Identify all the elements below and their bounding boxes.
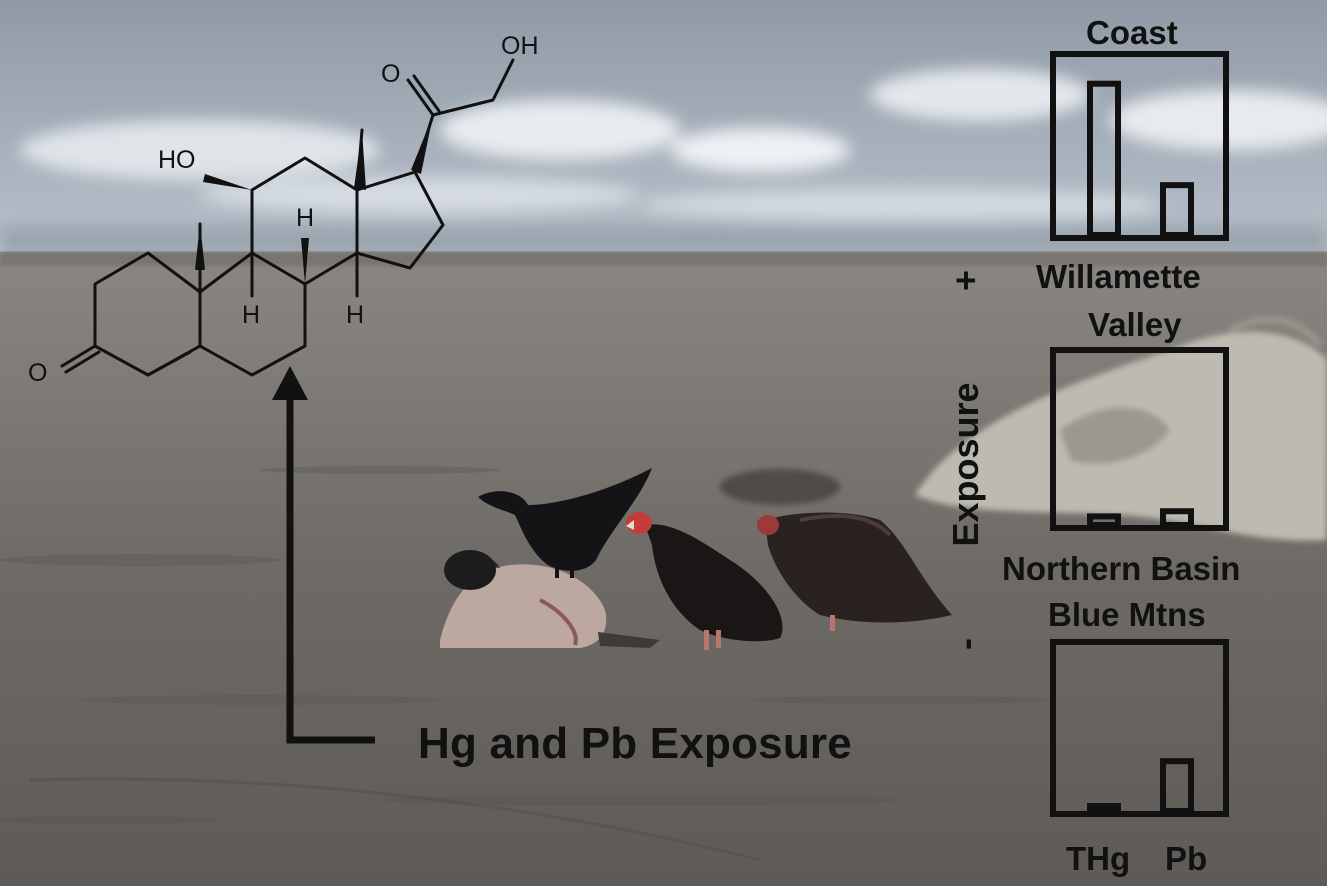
chart-box-willamette-valley <box>1050 347 1229 531</box>
bar-pb-willamette-valley <box>1160 508 1194 528</box>
bar-thg-northern-basin-blue-mtns <box>1087 803 1121 815</box>
axis-title: Exposure <box>945 382 986 547</box>
region-label-northern-basin: Northern Basin <box>1002 550 1241 587</box>
ho-label: HO <box>158 146 196 174</box>
axis-plus: + <box>945 270 986 292</box>
h-alpha-label-1: H <box>242 301 261 329</box>
region-label-coast: Coast <box>1086 14 1178 51</box>
surf-foam <box>0 69 1327 255</box>
region-label-valley: Valley <box>1088 306 1182 343</box>
bar-pb-coast <box>1160 182 1194 239</box>
bar-thg-coast <box>1087 80 1121 238</box>
ring-o-label: O <box>28 359 48 387</box>
x-label-pb: Pb <box>1165 840 1208 877</box>
x-label-thg: THg <box>1066 840 1131 877</box>
sand-texture <box>0 466 1050 824</box>
axis-minus: - <box>945 638 986 650</box>
region-label-blue-mtns: Blue Mtns <box>1048 596 1206 633</box>
bar-pb-northern-basin-blue-mtns <box>1160 758 1194 815</box>
oh-label: OH <box>501 32 539 60</box>
bar-thg-willamette-valley <box>1087 513 1121 529</box>
main-label: Hg and Pb Exposure <box>418 719 852 768</box>
arrowhead-icon <box>272 366 308 400</box>
vulture-right <box>757 512 952 631</box>
chart-box-coast <box>1050 51 1229 241</box>
region-label-willamette: Willamette <box>1036 258 1201 295</box>
seal-carcass-center <box>440 469 840 648</box>
ketone-o-label: O <box>381 60 401 88</box>
chart-box-northern-basin-blue-mtns <box>1050 639 1229 817</box>
h-alpha-label-2: H <box>346 301 365 329</box>
vulture-left <box>626 512 783 650</box>
corticosterone-structure <box>60 58 515 377</box>
exposure-charts <box>1050 51 1229 817</box>
exposure-arrow <box>286 388 375 744</box>
raven <box>478 468 652 578</box>
stereo-wedges <box>195 115 433 284</box>
h-beta-label: H <box>296 204 315 232</box>
